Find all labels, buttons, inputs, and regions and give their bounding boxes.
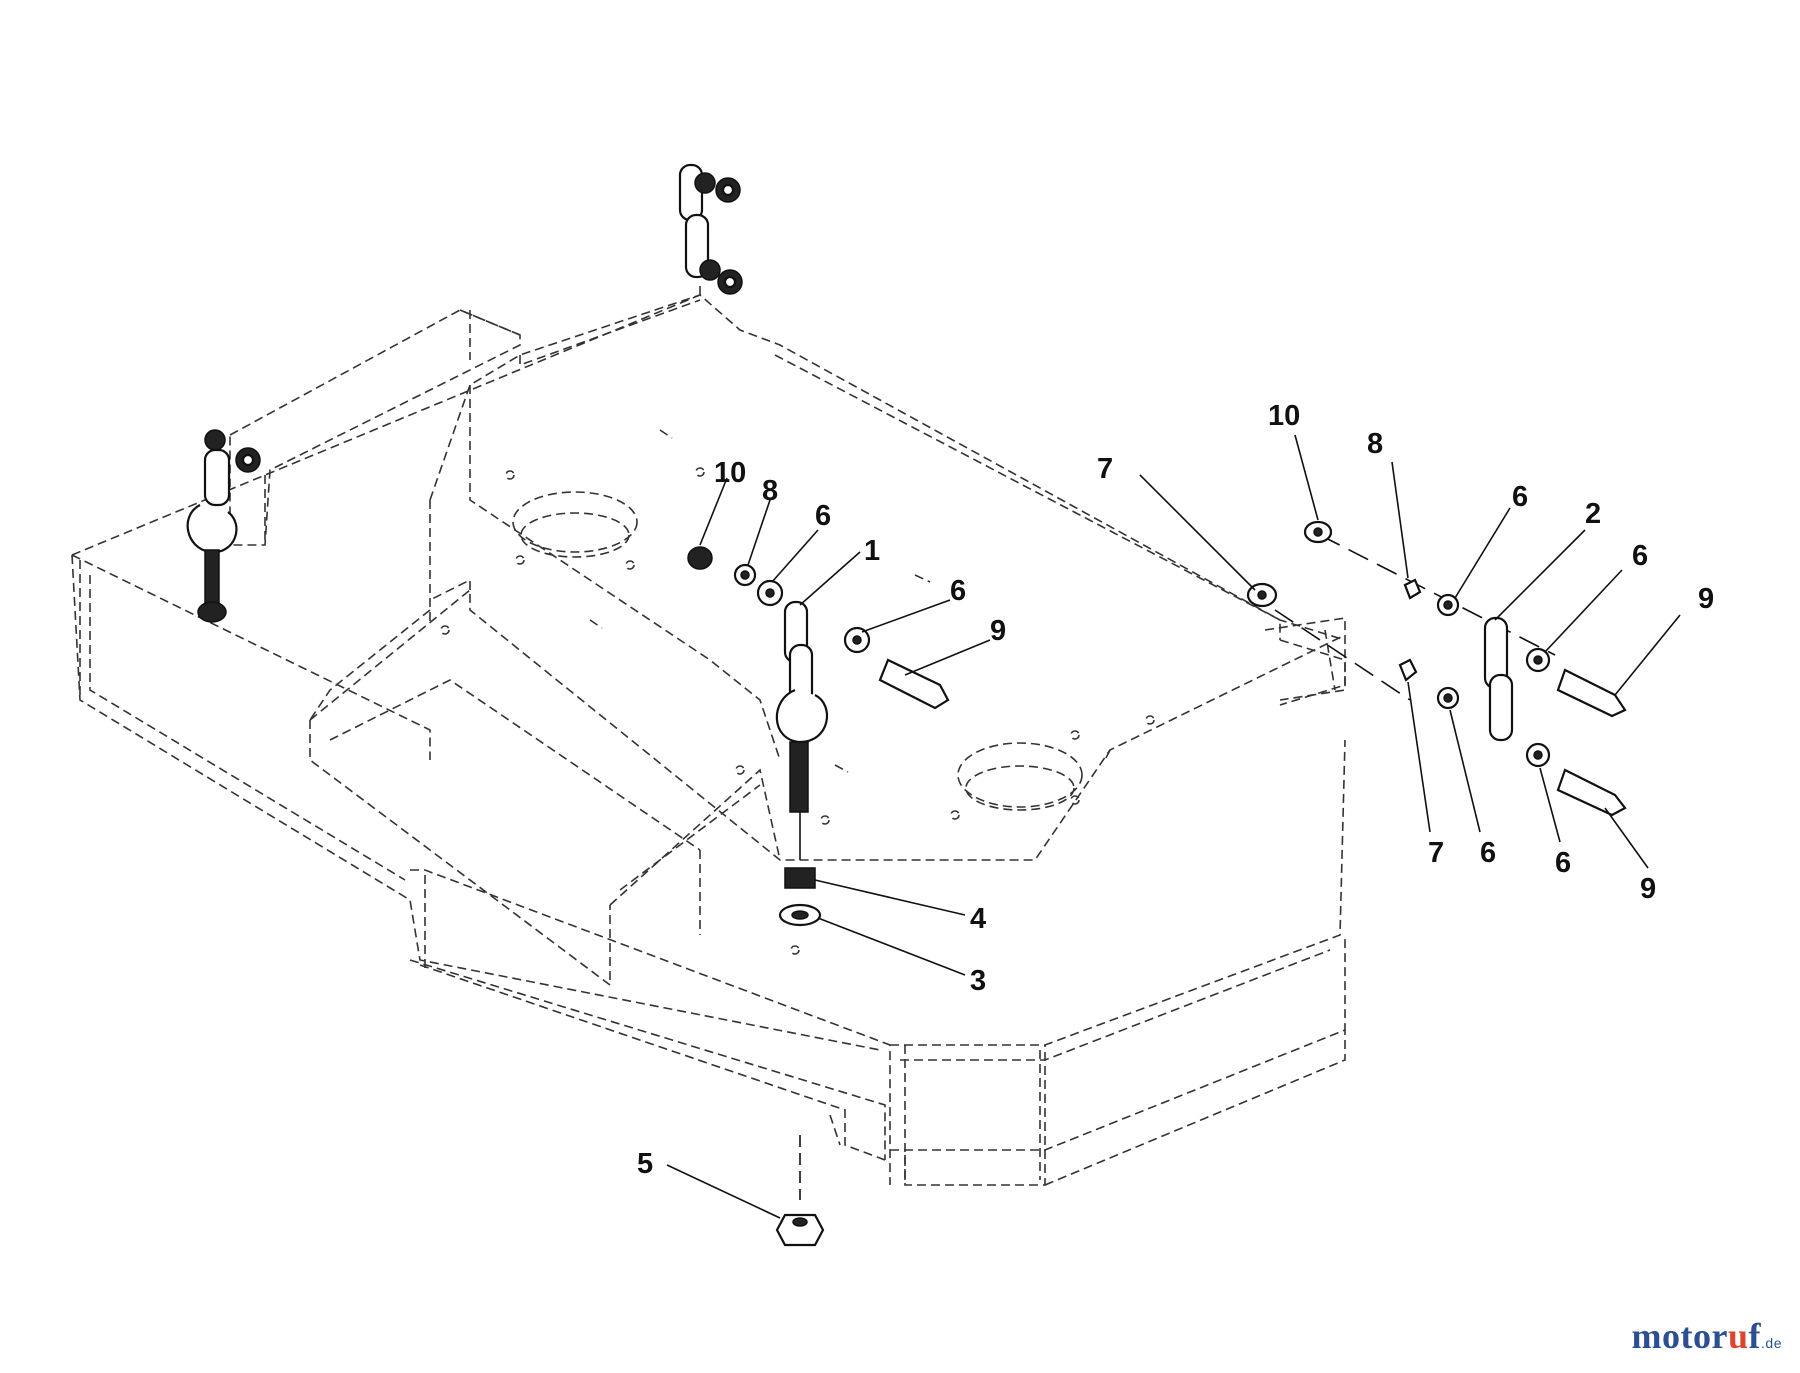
right-chain-assembly [1246,520,1627,817]
callout-5: 5 [637,1148,653,1180]
callout-10-right: 10 [1268,400,1300,432]
mower-deck [71,285,1346,1186]
callout-6-center-top: 6 [815,500,831,532]
callout-10-center: 10 [714,457,746,489]
logo-brand-c: f [1748,1316,1762,1356]
callout-9-right-top: 9 [1698,583,1714,615]
logo-brand-b: u [1728,1316,1749,1356]
rear-center-chain-assembly [678,163,743,295]
callout-6-right-top: 6 [1512,481,1528,513]
callout-4: 4 [970,903,986,935]
callout-6-center: 6 [950,575,966,607]
callout-7-left: 7 [1097,453,1113,485]
leader-lines [666,434,1681,1219]
callout-3: 3 [970,965,986,997]
callout-6-right: 6 [1632,540,1648,572]
center-chain-eyebolt-assembly [687,546,950,1247]
callout-2: 2 [1585,498,1601,530]
logo-tld: .de [1761,1335,1782,1351]
left-rear-chain-assembly [186,429,261,623]
motoruf-logo: motoruf.de [1632,1315,1782,1357]
callout-7-bottom: 7 [1428,837,1444,869]
callout-1: 1 [864,535,880,567]
callout-9-bottom: 9 [1640,873,1656,905]
callout-8-right: 8 [1367,428,1383,460]
callout-8-center: 8 [762,475,778,507]
callout-labels: 10 8 6 1 6 9 4 3 5 7 10 8 6 2 6 9 7 6 6 … [637,400,1714,1180]
callout-9-center: 9 [990,615,1006,647]
callout-6-bottom-left: 6 [1480,837,1496,869]
callout-6-bottom-right: 6 [1555,847,1571,879]
logo-brand-a: motor [1631,1316,1728,1356]
